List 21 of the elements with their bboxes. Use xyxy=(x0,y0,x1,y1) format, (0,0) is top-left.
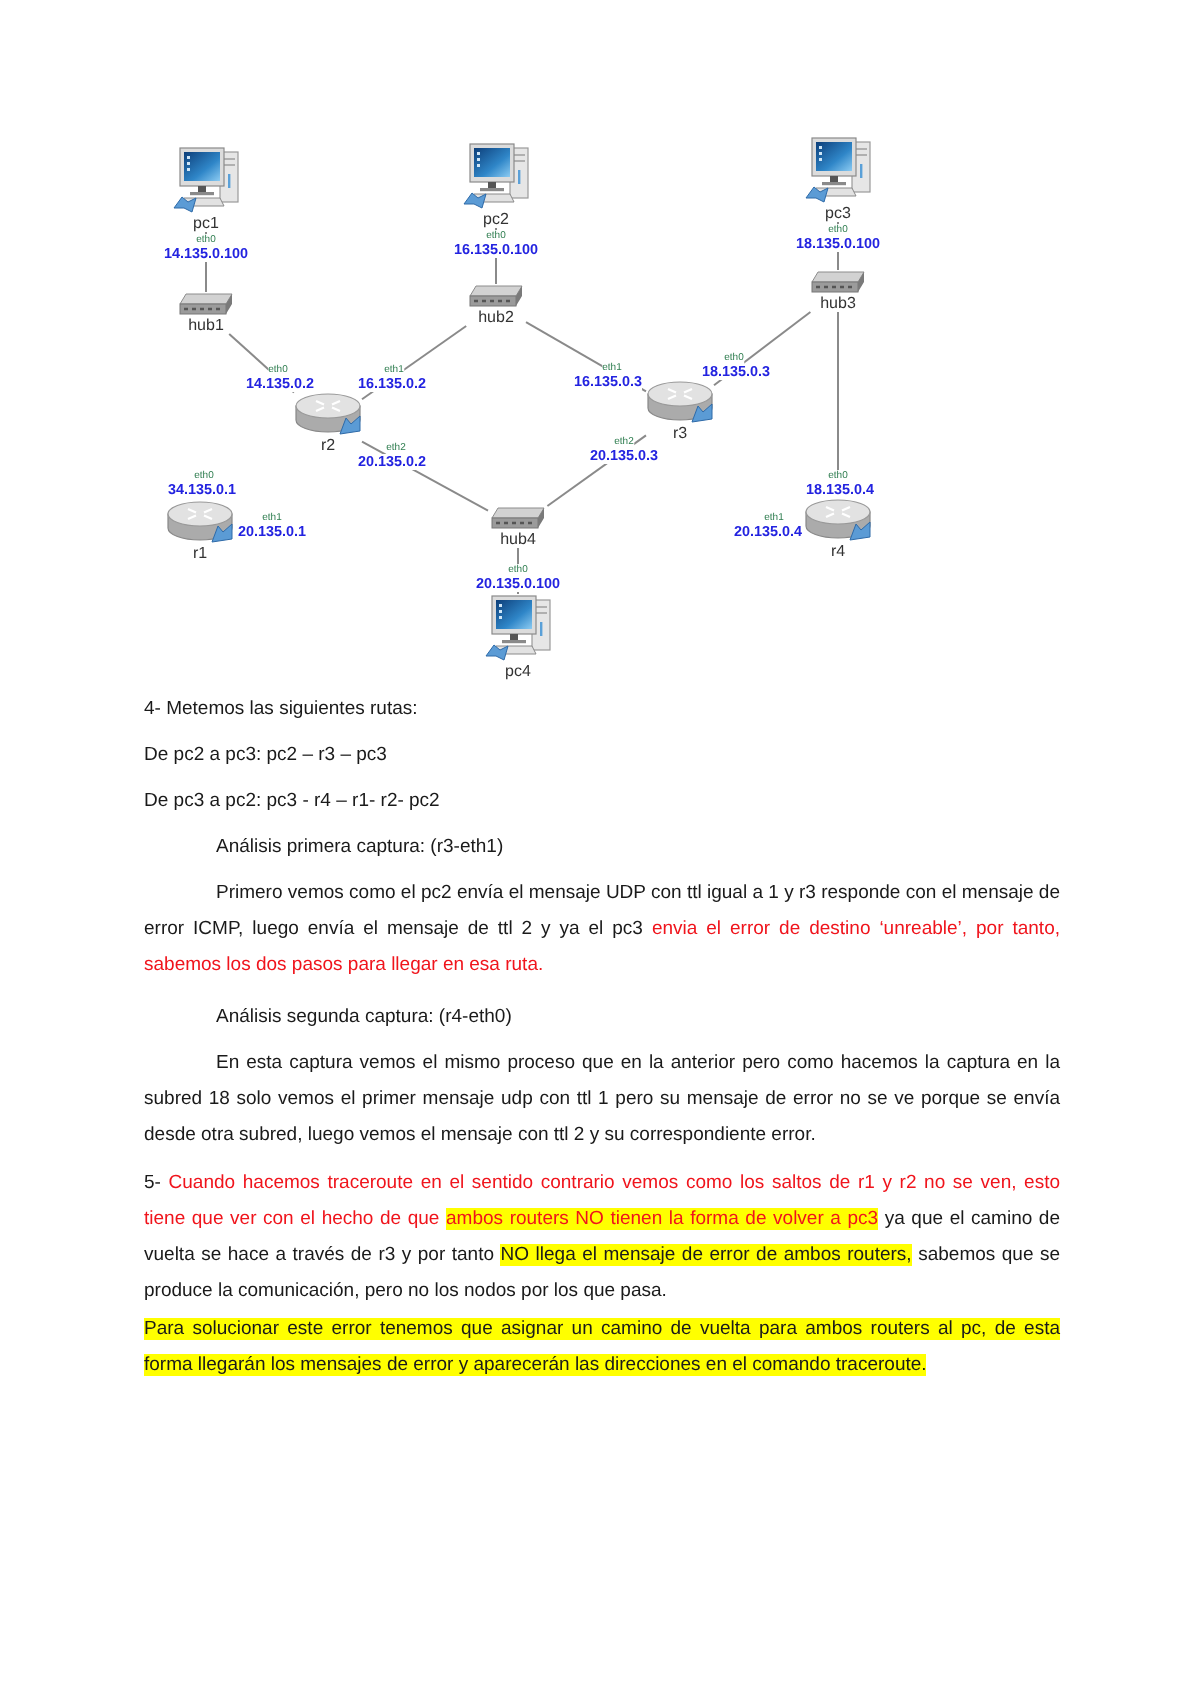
device-name: r2 xyxy=(320,436,336,454)
highlighted-text: Para solucionar este error tenemos que asignar un camino de vuelta para ambos routers al pc, de esta forma llegarán los mensajes de error y aparecerán las direcciones en el comando traceroute. xyxy=(144,1316,1060,1380)
paragraph-text: 5- Cuando hacemos traceroute en el sentido contrario vemos como los saltos de r1 y r2 no se ven, esto tiene que ver con el hecho de que ambos routers NO tienen la forma de volver a pc3 ya que el camino de vuelta se hace a través de r3 y por tanto NO llega el mensaje de error de ambos routers, sabemos que se produce la comunicación, pero no los nodos por los que pasa. xyxy=(144,1170,1060,1306)
device-name: pc4 xyxy=(505,662,531,680)
device-name: r4 xyxy=(830,542,846,560)
device-name: hub4 xyxy=(500,530,536,548)
device-name: hub3 xyxy=(820,294,856,312)
paragraph-text: Primero vemos como el pc2 envía el mensaje UDP con ttl igual a 1 y r3 responde con el mensaje de error ICMP, luego envía el mensaje de ttl 2 y ya el pc3 envia el error de destino ‘unreable’, por tanto, sabemos los dos pasos para llegar en esa ruta. xyxy=(144,880,1060,980)
paragraph-text: En esta captura vemos el mismo proceso que en la anterior pero como hacemos la captura en la subred 18 solo vemos el primer mensaje udp con ttl 1 pero su mensaje de error no se ve porque se envía desde otra subred, luego vemos el mensaje con ttl 2 y su correspondiente error. xyxy=(144,1050,1060,1150)
device-name: r1 xyxy=(192,544,208,562)
device-name: r3 xyxy=(672,424,688,442)
device-name: pc3 xyxy=(825,204,851,222)
subheading-text: Análisis segunda captura: (r4-eth0) xyxy=(216,1006,512,1028)
device-name: pc1 xyxy=(193,214,219,232)
heading-text: 4- Metemos las siguientes rutas: xyxy=(144,698,418,720)
device-name: hub2 xyxy=(478,308,514,326)
device-name: pc2 xyxy=(483,210,509,228)
route-text: De pc3 a pc2: pc3 - r4 – r1- r2- pc2 xyxy=(144,790,440,812)
device-name: hub1 xyxy=(188,316,224,334)
route-text: De pc2 a pc3: pc2 – r3 – pc3 xyxy=(144,744,387,766)
subheading-text: Análisis primera captura: (r3-eth1) xyxy=(216,836,504,858)
